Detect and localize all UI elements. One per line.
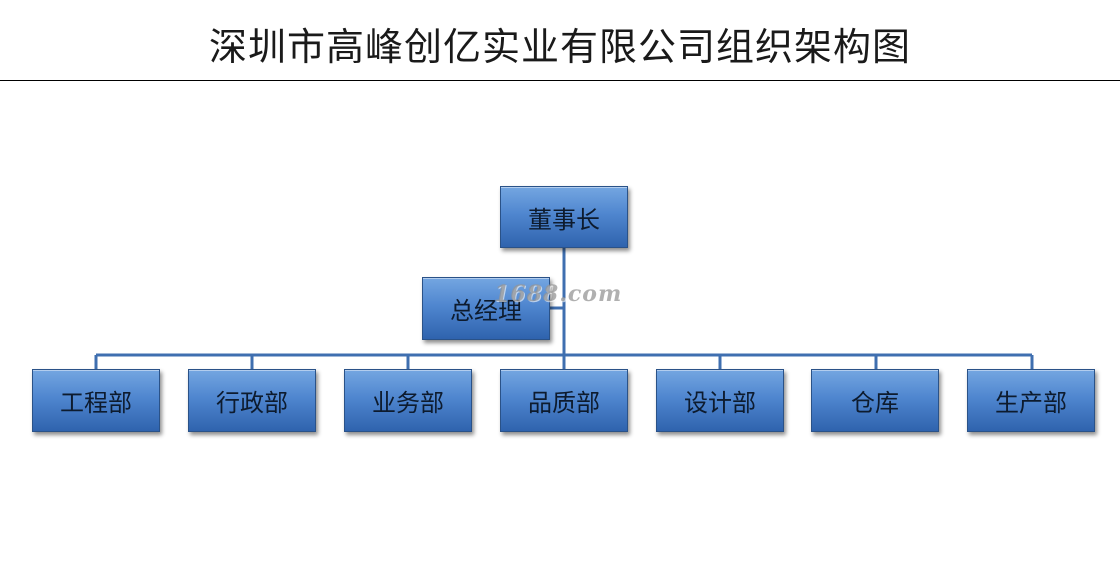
node-dept-admin: 行政部	[188, 369, 316, 432]
watermark: 1688.com	[494, 281, 623, 307]
node-dept-design: 设计部	[656, 369, 784, 432]
title-divider	[0, 80, 1120, 81]
node-dept-quality: 品质部	[500, 369, 628, 432]
node-dept-engineering: 工程部	[32, 369, 160, 432]
node-dept-sales: 业务部	[344, 369, 472, 432]
node-dept-warehouse: 仓库	[811, 369, 939, 432]
node-dept-production: 生产部	[967, 369, 1095, 432]
node-chairman: 董事长	[500, 186, 628, 248]
node-general-manager: 总经理	[422, 277, 550, 340]
chart-title: 深圳市高峰创亿实业有限公司组织架构图	[208, 25, 911, 69]
